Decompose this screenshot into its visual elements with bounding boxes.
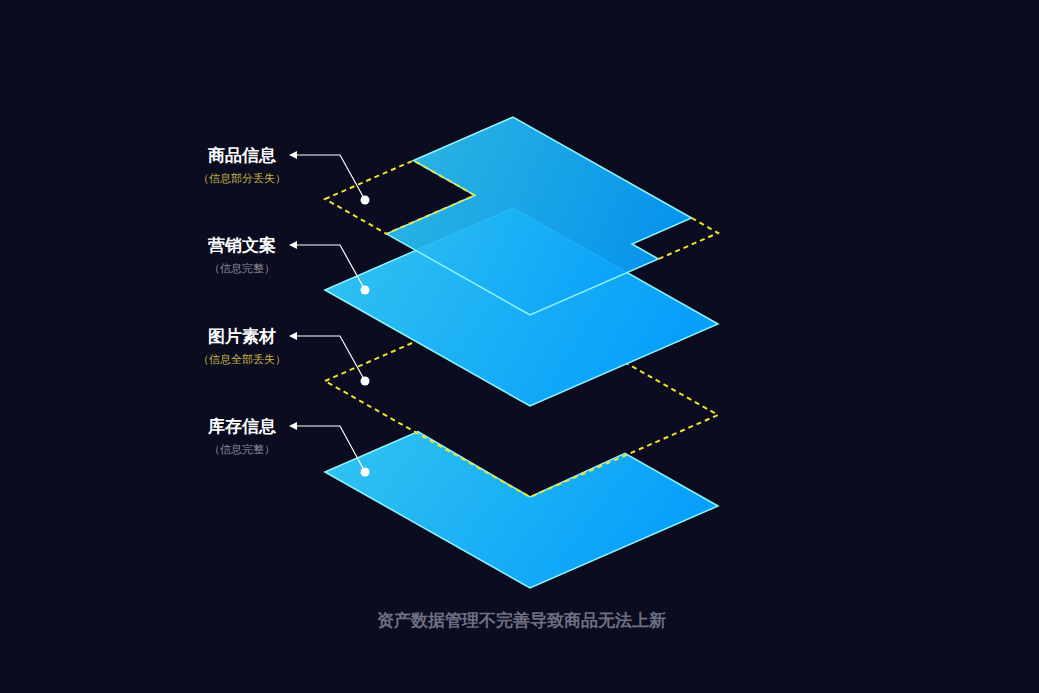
leader-dot — [361, 286, 370, 295]
status-note: （信息完整） — [209, 442, 275, 457]
arrow-head — [289, 241, 297, 249]
layer-label: 营销文案 — [208, 234, 276, 257]
leader-line — [296, 155, 365, 200]
inventory-plane — [325, 432, 718, 589]
status-note: （信息完整） — [209, 261, 275, 276]
status-note: （信息全部丢失） — [198, 352, 286, 367]
leader-dot — [361, 196, 370, 205]
caption: 资产数据管理不完善导致商品无法上新 — [377, 609, 666, 632]
layer-label: 商品信息 — [208, 144, 276, 167]
leader-line — [296, 336, 365, 381]
leader-dot — [361, 468, 370, 477]
product-plane-missing — [325, 161, 475, 234]
arrow-head — [289, 332, 297, 340]
layer-label: 库存信息 — [208, 415, 276, 438]
status-note: （信息部分丢失） — [198, 171, 286, 186]
product-plane-missing — [658, 218, 718, 259]
layer-label: 图片素材 — [208, 325, 276, 348]
leader-line — [296, 426, 365, 472]
arrow-head — [289, 151, 297, 159]
leader-line — [296, 245, 365, 290]
leader-dot — [361, 377, 370, 386]
product-plane — [387, 117, 692, 315]
arrow-head — [289, 422, 297, 430]
